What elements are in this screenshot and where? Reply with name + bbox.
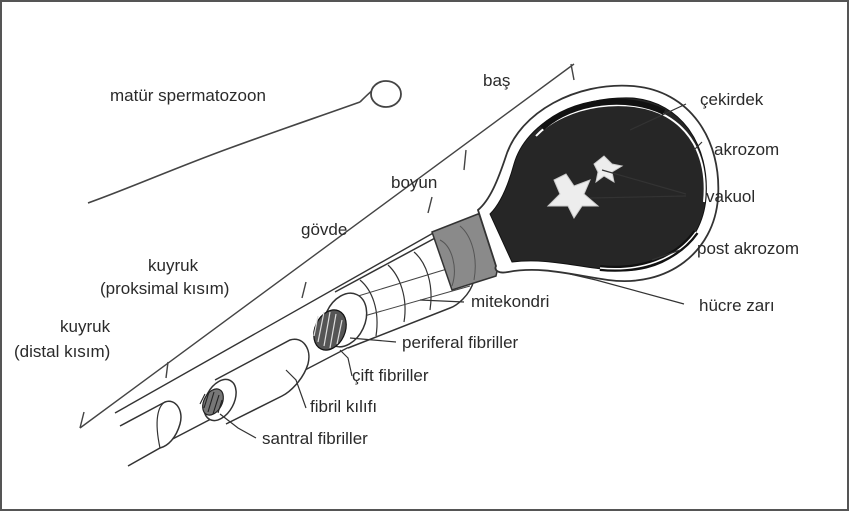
label-acrosome: akrozom xyxy=(714,140,779,159)
label-nucleus: çekirdek xyxy=(700,90,764,109)
label-central-fibrils: santral fibriller xyxy=(262,429,368,448)
label-body: gövde xyxy=(301,220,347,239)
label-cell-membrane: hücre zarı xyxy=(699,296,775,315)
label-tail-distal-1: kuyruk xyxy=(60,317,111,336)
label-peripheral-fibrils: periferal fibriller xyxy=(402,333,519,352)
label-mitochondria: mitekondri xyxy=(471,292,549,311)
label-tail-proximal-2: (proksimal kısım) xyxy=(100,279,229,298)
label-neck: boyun xyxy=(391,173,437,192)
label-tail-proximal-1: kuyruk xyxy=(148,256,199,275)
label-mature-sperm: matür spermatozoon xyxy=(110,86,266,105)
label-head: baş xyxy=(483,71,510,90)
label-double-fibrils: çift fibriller xyxy=(352,366,429,385)
label-post-acrosome: post akrozom xyxy=(697,239,799,258)
label-vacuole: vakuol xyxy=(706,187,755,206)
label-fibril-sheath: fibril kılıfı xyxy=(310,397,377,416)
label-tail-distal-2: (distal kısım) xyxy=(14,342,110,361)
